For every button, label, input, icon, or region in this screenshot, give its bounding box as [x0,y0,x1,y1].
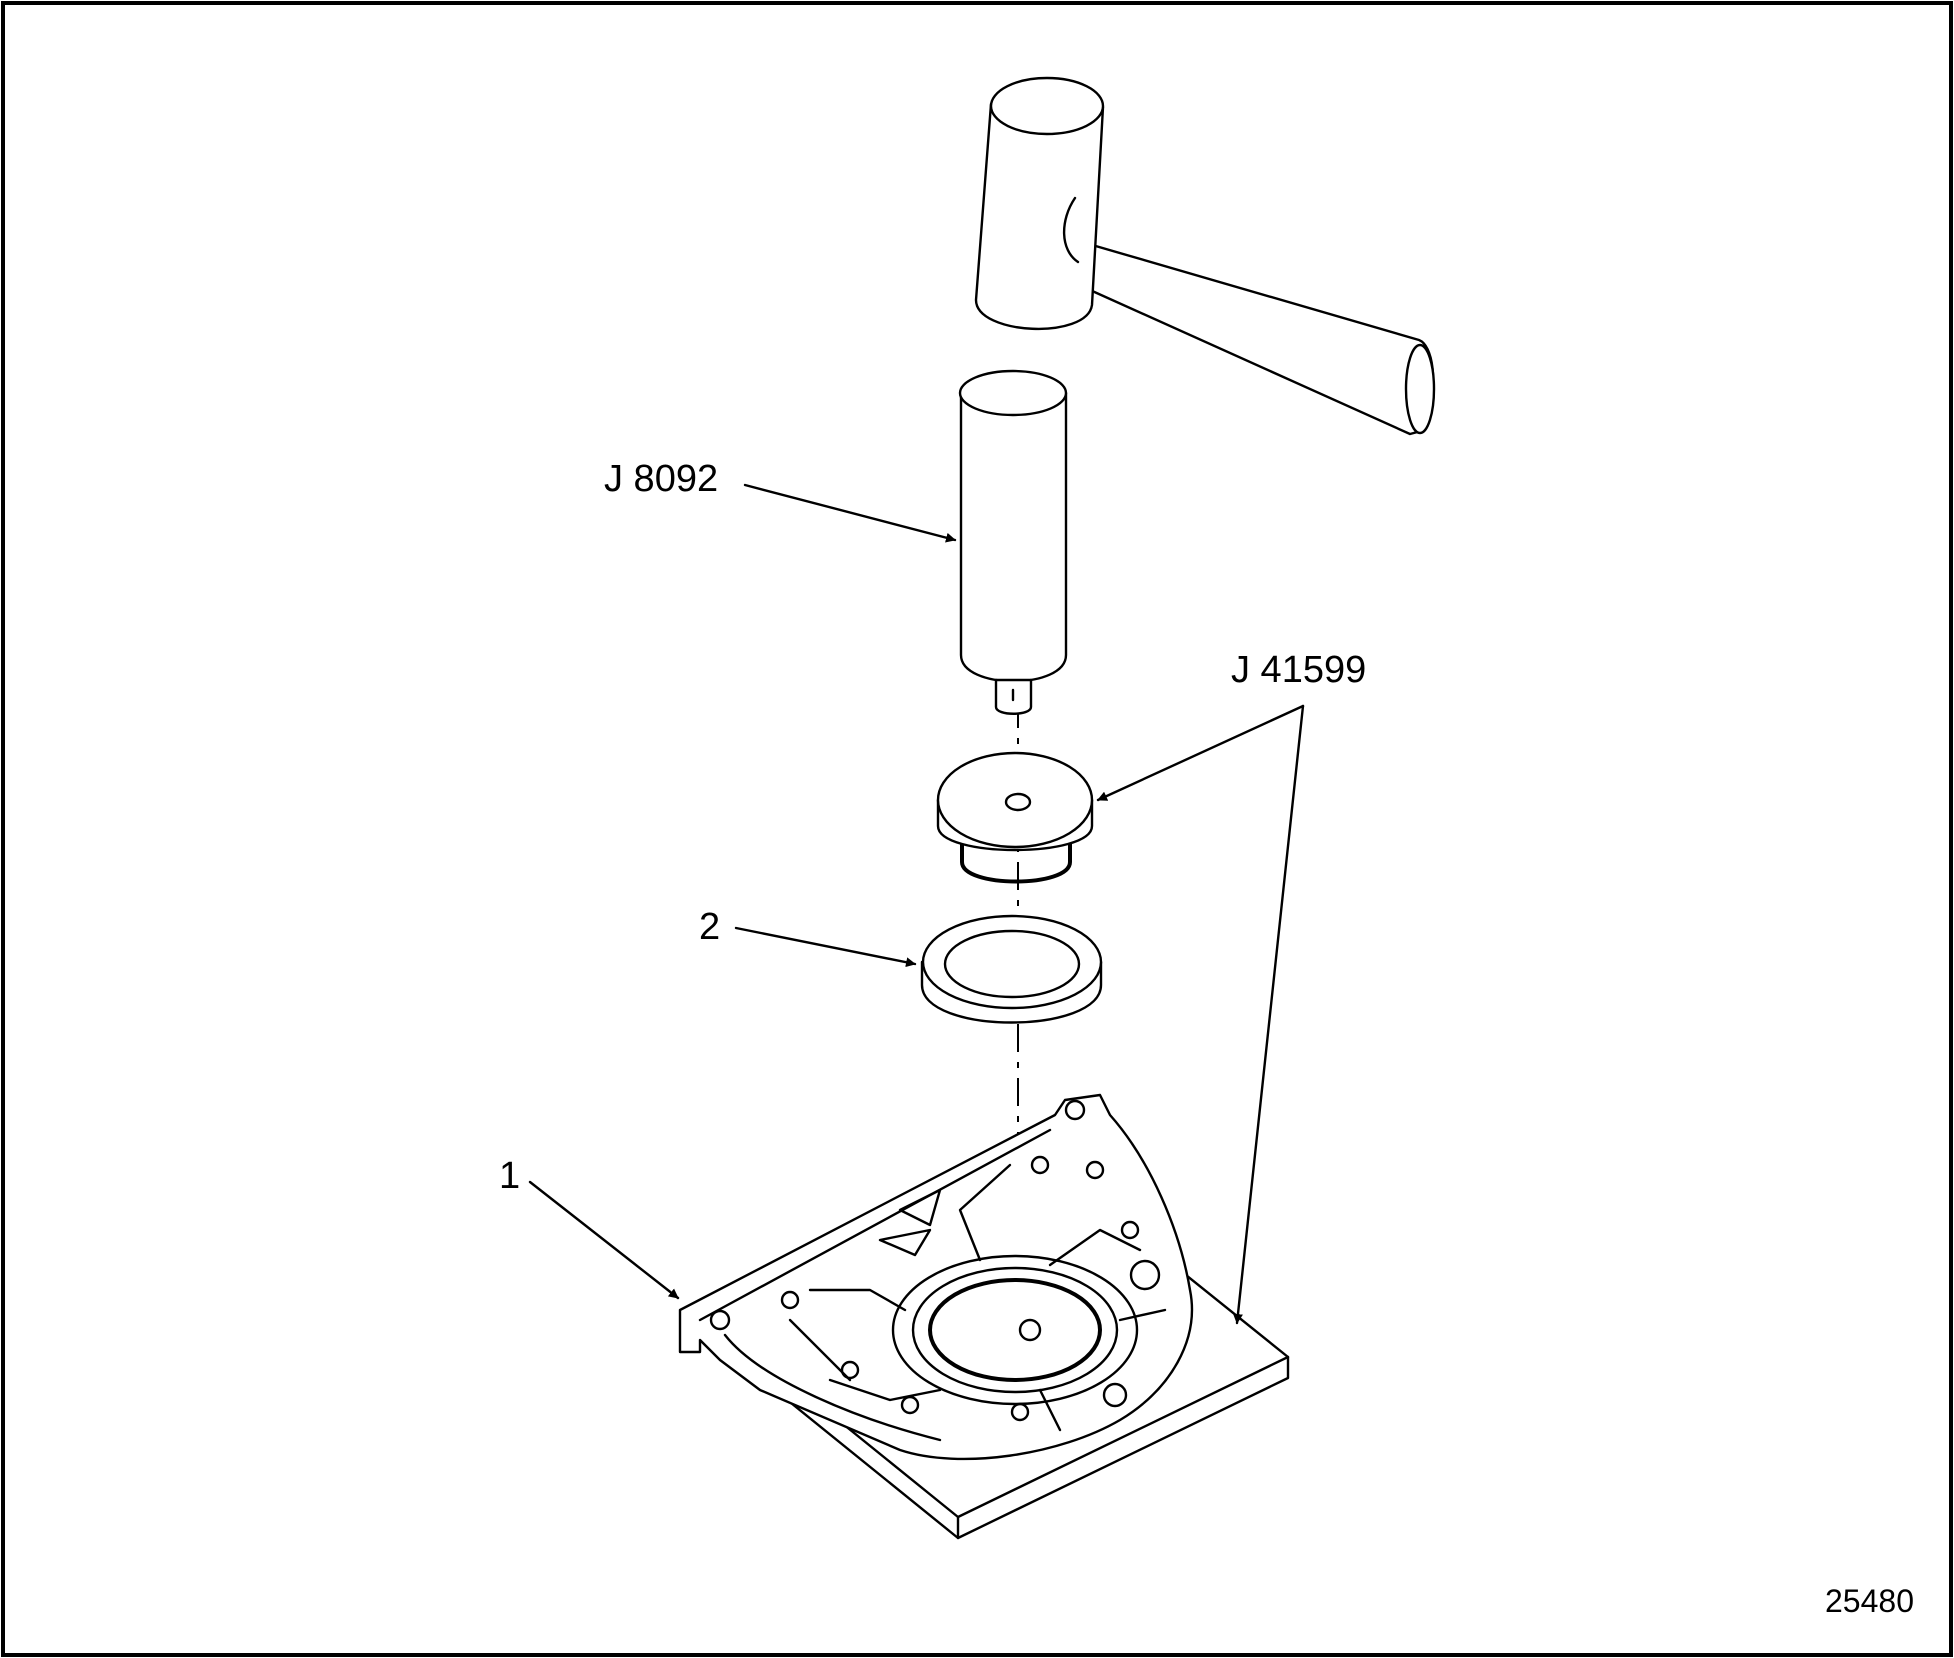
leader-j8092 [743,483,957,543]
driver-handle-j8092 [958,369,1068,715]
label-item-1: 1 [499,1155,520,1197]
mallet [974,76,1436,436]
label-item-2: 2 [699,906,720,948]
installer-j41599-adapter [936,751,1094,884]
label-j41599: J 41599 [1231,649,1366,691]
oil-seal [920,914,1103,1024]
label-j8092: J 8092 [604,458,718,500]
leader-item-1 [528,1180,680,1300]
leader-j41599-plate [1232,704,1305,1325]
leader-item-2 [734,926,917,968]
leader-j41599-adapter [1096,704,1305,802]
figure-number: 25480 [1825,1583,1914,1619]
seal-housing [678,1093,1194,1461]
